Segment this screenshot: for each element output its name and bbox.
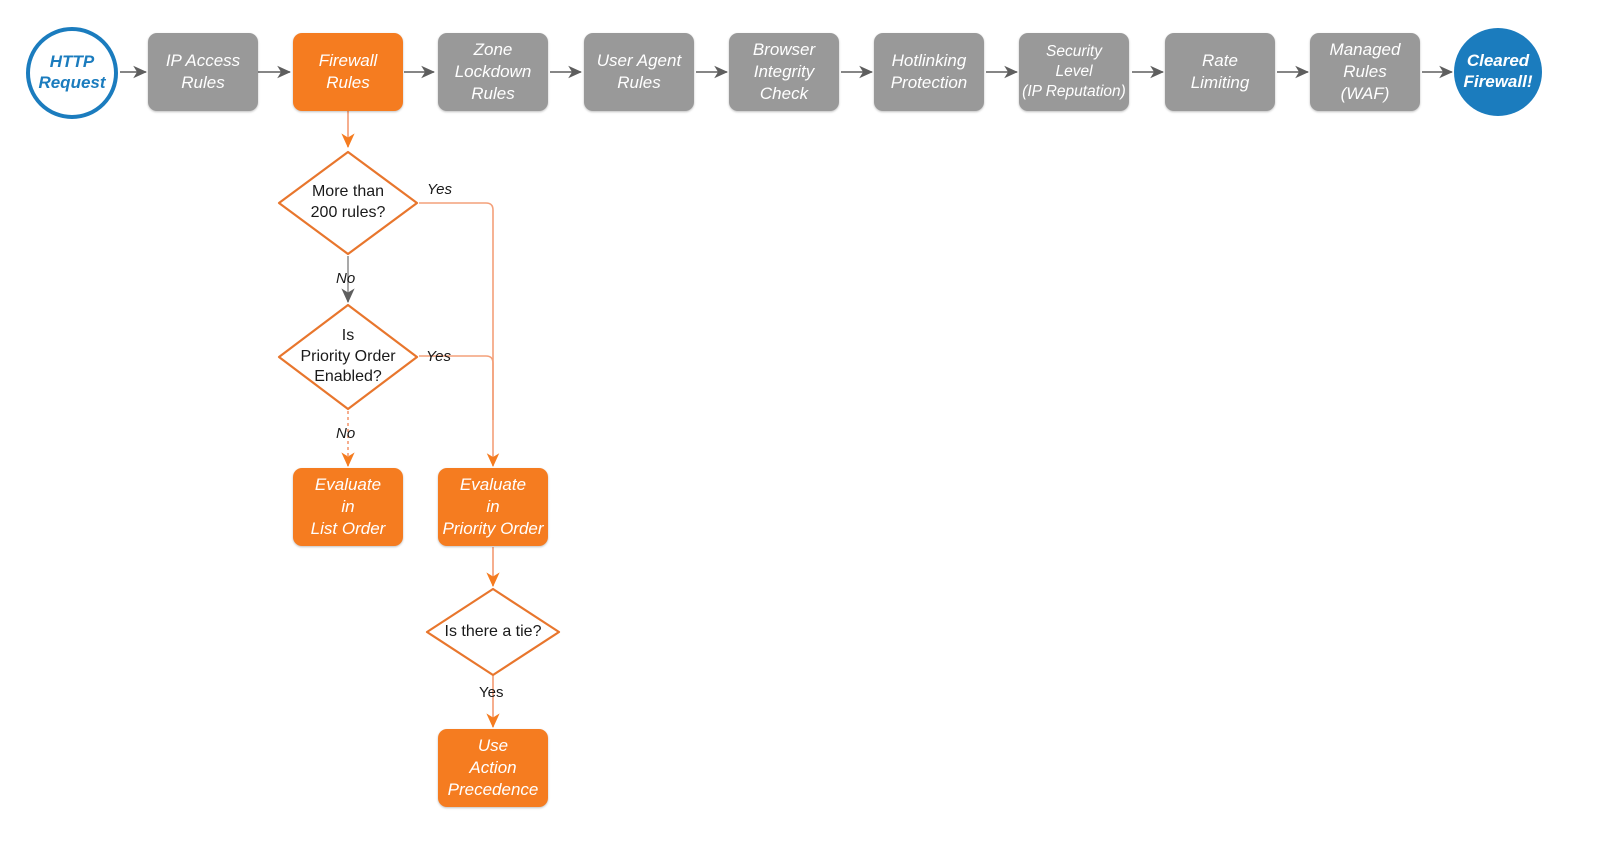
node-label: Cleared Firewall! xyxy=(1463,51,1533,91)
node-cleared-firewall[interactable]: Cleared Firewall! xyxy=(1454,28,1542,116)
node-label: Hotlinking Protection xyxy=(890,51,968,92)
node-label: HTTP Request xyxy=(38,52,106,92)
node-label: More than 200 rules? xyxy=(310,183,386,221)
node-evaluate-in-list-order[interactable]: Evaluate in List Order xyxy=(293,468,403,546)
node-label: User Agent Rules xyxy=(596,51,682,92)
edge-label-d3-yes: Yes xyxy=(479,684,504,701)
node-label: Evaluate in List Order xyxy=(310,475,386,538)
node-managed-rules-waf[interactable]: Managed Rules (WAF) xyxy=(1310,33,1420,111)
node-user-agent-rules[interactable]: User Agent Rules xyxy=(584,33,694,111)
node-label: Security Level (IP Reputation) xyxy=(1022,43,1126,100)
node-use-action-precedence[interactable]: Use Action Precedence xyxy=(438,729,548,807)
diamond-shape xyxy=(277,303,419,411)
node-browser-integrity-check[interactable]: Browser Integrity Check xyxy=(729,33,839,111)
node-security-level[interactable]: Security Level (IP Reputation) xyxy=(1019,33,1129,111)
node-zone-lockdown-rules[interactable]: Zone Lockdown Rules xyxy=(438,33,548,111)
diamond-shape xyxy=(277,150,419,256)
node-label: Firewall Rules xyxy=(318,51,378,92)
node-evaluate-in-priority-order[interactable]: Evaluate in Priority Order xyxy=(438,468,548,546)
node-label: Evaluate in Priority Order xyxy=(442,475,544,538)
edge-label-d2-no: No xyxy=(336,425,356,442)
node-more-than-200-rules[interactable]: More than 200 rules? xyxy=(277,150,419,256)
edge-label-d1-no: No xyxy=(336,270,356,287)
node-rate-limiting[interactable]: Rate Limiting xyxy=(1165,33,1275,111)
node-firewall-rules[interactable]: Firewall Rules xyxy=(293,33,403,111)
node-label: Rate Limiting xyxy=(1190,51,1250,92)
node-label: Browser Integrity Check xyxy=(752,40,816,103)
node-ip-access-rules[interactable]: IP Access Rules xyxy=(148,33,258,111)
node-label: Is Priority Order Enabled? xyxy=(300,326,396,386)
edge-label-d2-yes: Yes xyxy=(426,348,452,365)
diamond-shape xyxy=(425,587,561,677)
node-is-priority-order-enabled[interactable]: Is Priority Order Enabled? xyxy=(277,303,419,411)
node-label: Managed Rules (WAF) xyxy=(1329,40,1401,103)
node-label: Is there a tie? xyxy=(444,622,542,640)
node-is-there-a-tie[interactable]: Is there a tie? xyxy=(425,587,561,677)
node-hotlinking-protection[interactable]: Hotlinking Protection xyxy=(874,33,984,111)
edge-label-d1-yes: Yes xyxy=(427,181,453,198)
node-http-request[interactable]: HTTP Request xyxy=(26,27,118,119)
node-label: Use Action Precedence xyxy=(447,736,539,799)
node-label: Zone Lockdown Rules xyxy=(454,40,532,103)
node-label: IP Access Rules xyxy=(165,51,241,92)
